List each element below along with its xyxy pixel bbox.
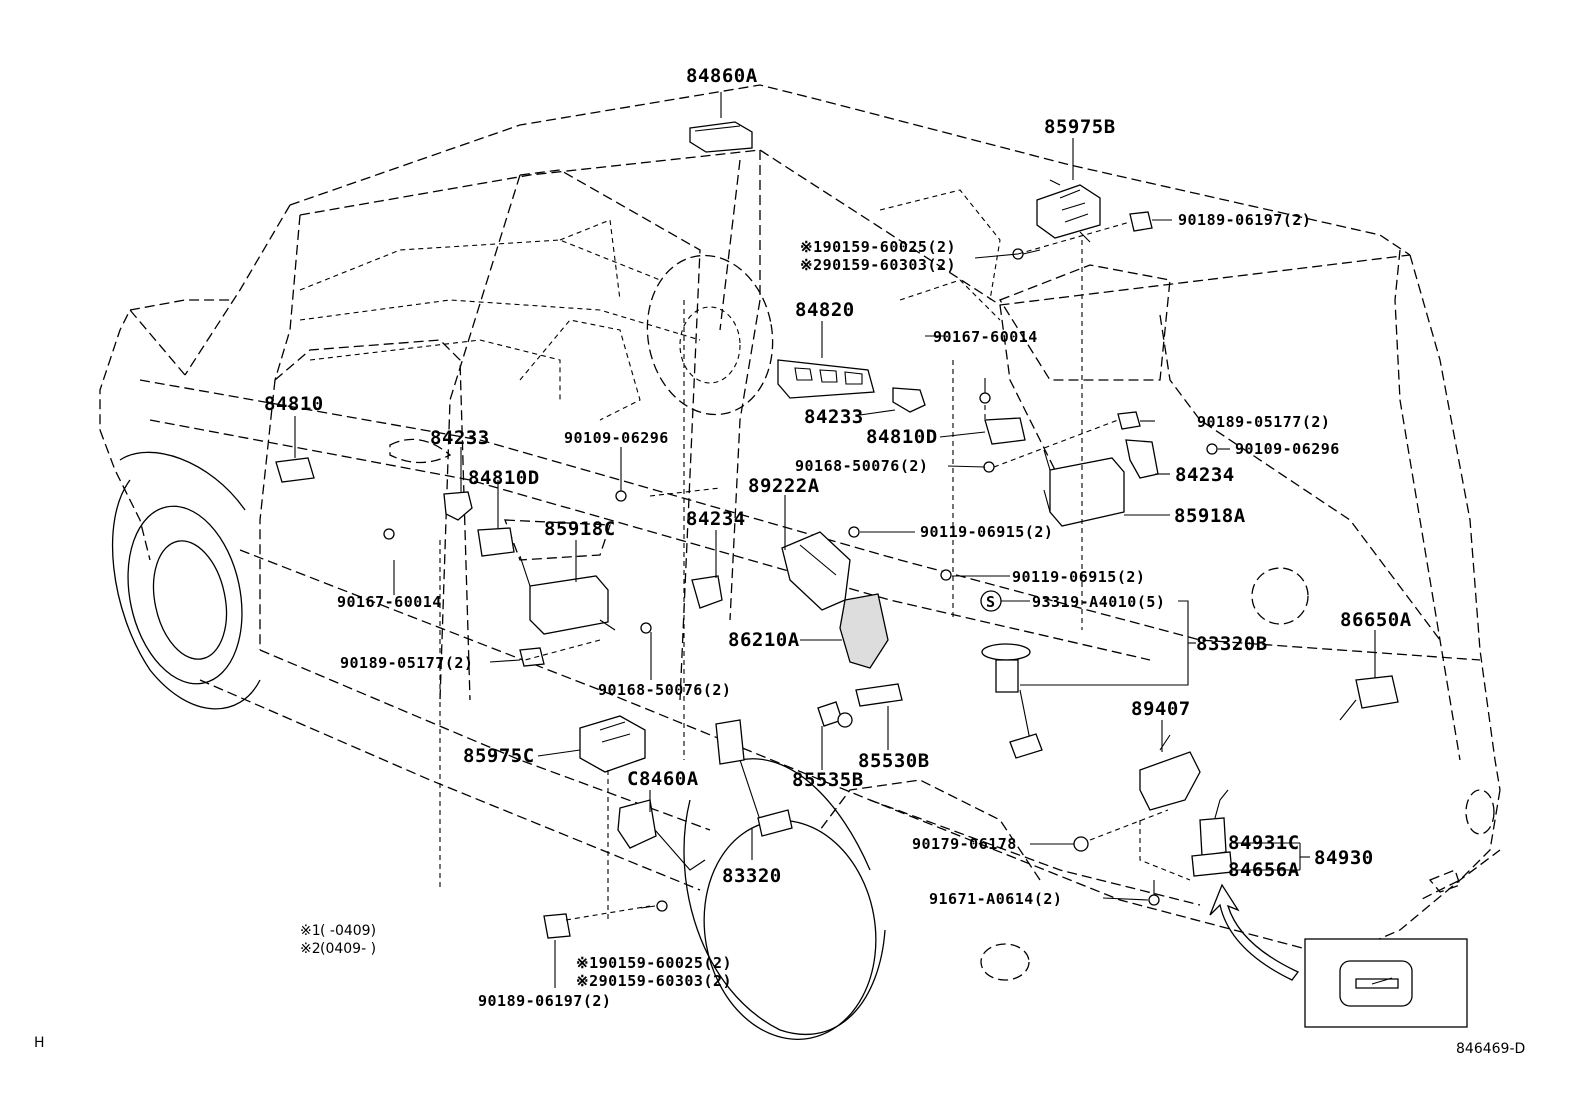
label-85918A: 85918A bbox=[1174, 505, 1246, 527]
screw-icon bbox=[615, 478, 627, 502]
svg-text:S: S bbox=[986, 593, 996, 611]
switch-icon bbox=[984, 417, 1026, 445]
note-2-symbol: ※2 bbox=[300, 941, 321, 957]
switch-icon bbox=[275, 457, 315, 483]
label-84860A: 84860A bbox=[686, 65, 758, 87]
screw-icon bbox=[383, 528, 395, 540]
note-1-symbol: ※1 bbox=[300, 923, 321, 939]
label-84234-right: 84234 bbox=[1175, 464, 1235, 486]
note-1-text: ( -0409) bbox=[320, 923, 376, 939]
label-84234-left: 84234 bbox=[686, 508, 746, 530]
clip-icon bbox=[519, 647, 545, 667]
label-84233-right: 84233 bbox=[804, 406, 864, 428]
part-labels: 84860A 85975B 90189-06197(2) ※190159-600… bbox=[264, 65, 1412, 1010]
label-89407: 89407 bbox=[1131, 698, 1191, 720]
diagram-id: 846469-D bbox=[1456, 1041, 1525, 1057]
back-door-switch-icon bbox=[1355, 978, 1399, 989]
screw-icon bbox=[656, 900, 668, 912]
vehicle-outline bbox=[99, 84, 1501, 981]
label-85975C: 85975C bbox=[463, 745, 535, 767]
label-84656A: 84656A bbox=[1228, 859, 1300, 881]
screw-icon bbox=[940, 569, 952, 581]
clip-icon bbox=[1129, 211, 1153, 232]
leader-lines bbox=[294, 92, 1376, 988]
label-84820: 84820 bbox=[795, 299, 855, 321]
label-84810: 84810 bbox=[264, 393, 324, 415]
label-85530B: 85530B bbox=[858, 750, 930, 772]
label-86650A: 86650A bbox=[1340, 609, 1412, 631]
module-86210a-part bbox=[839, 593, 889, 669]
sensor-icon bbox=[817, 683, 903, 728]
module-89407-part bbox=[1139, 734, 1201, 811]
label-90159-60303-bottom: ※290159-60303(2) bbox=[576, 972, 732, 990]
ecu-85918c-part bbox=[519, 555, 616, 635]
overhead-module-part bbox=[689, 121, 753, 153]
label-90109-06296-left: 90109-06296 bbox=[564, 429, 669, 447]
label-85918C: 85918C bbox=[544, 518, 616, 540]
label-89222A: 89222A bbox=[748, 475, 820, 497]
label-90189-05177-right: 90189-05177(2) bbox=[1197, 413, 1330, 431]
fuel-sender-83320-part bbox=[715, 719, 793, 837]
s-circle-icon: S bbox=[980, 590, 1002, 612]
back-door-switch-icon bbox=[1191, 789, 1233, 877]
label-90167-60014-right: 90167-60014 bbox=[933, 328, 1038, 346]
label-84931C: 84931C bbox=[1228, 832, 1300, 854]
label-90189-06197-bottom: 90189-06197(2) bbox=[478, 992, 611, 1010]
label-93319-A4010: 93319-A4010(5) bbox=[1032, 593, 1165, 611]
screw-icon bbox=[979, 378, 991, 404]
note-2-text: (0409- ) bbox=[320, 941, 376, 957]
screw-icon bbox=[1206, 443, 1218, 455]
module-c8460a-part bbox=[617, 799, 706, 871]
module-86650a-part bbox=[1339, 675, 1399, 721]
label-84810D-right: 84810D bbox=[866, 426, 938, 448]
label-83320: 83320 bbox=[722, 865, 782, 887]
label-84930: 84930 bbox=[1314, 847, 1374, 869]
parts: S bbox=[275, 121, 1468, 1028]
label-90119-06915-b: 90119-06915(2) bbox=[1012, 568, 1145, 586]
sensor-icon bbox=[1125, 439, 1159, 479]
arrow-icon bbox=[1209, 883, 1300, 981]
clip-icon bbox=[1117, 411, 1141, 430]
label-84810D-left: 84810D bbox=[468, 467, 540, 489]
label-90168-50076-left: 90168-50076(2) bbox=[598, 681, 731, 699]
sensor-icon bbox=[443, 491, 473, 521]
wheels bbox=[111, 451, 886, 1040]
label-90159-60303-top: ※290159-60303(2) bbox=[800, 256, 956, 274]
label-90168-50076-right: 90168-50076(2) bbox=[795, 457, 928, 475]
label-83320B: 83320B bbox=[1196, 633, 1268, 655]
label-90179-06178: 90179-06178 bbox=[912, 835, 1017, 853]
label-90109-06296-right: 90109-06296 bbox=[1235, 440, 1340, 458]
label-85975B: 85975B bbox=[1044, 116, 1116, 138]
label-84233-left: 84233 bbox=[430, 427, 490, 449]
corner-mark: H bbox=[34, 1035, 45, 1051]
screw-icon bbox=[848, 526, 860, 538]
label-90167-60014-left: 90167-60014 bbox=[337, 593, 442, 611]
sensor-icon bbox=[892, 387, 926, 413]
screw-icon bbox=[1148, 880, 1160, 906]
fuel-sender-83320b-part bbox=[981, 643, 1043, 759]
label-86210A: 86210A bbox=[728, 629, 800, 651]
label-85535B: 85535B bbox=[792, 769, 864, 791]
notes: ※1 ( -0409) ※2 (0409- ) bbox=[300, 923, 376, 957]
screw-icon bbox=[640, 622, 652, 634]
switch-icon bbox=[777, 359, 875, 399]
screw-icon bbox=[983, 461, 995, 473]
label-90189-06197-top: 90189-06197(2) bbox=[1178, 211, 1311, 229]
module-85975c-part bbox=[579, 715, 646, 773]
label-90159-60025-bottom: ※190159-60025(2) bbox=[576, 954, 732, 972]
label-91671-A0614: 91671-A0614(2) bbox=[929, 890, 1062, 908]
module-89222a-part bbox=[781, 531, 851, 611]
screw-icon bbox=[1073, 836, 1089, 852]
ecu-85918a-part bbox=[1043, 449, 1125, 527]
switch-icon bbox=[477, 527, 515, 557]
label-C8460A: C8460A bbox=[627, 768, 699, 790]
module-85975b-part bbox=[1036, 179, 1101, 243]
clip-icon bbox=[543, 913, 571, 939]
sensor-icon bbox=[691, 575, 723, 609]
label-90159-60025-top: ※190159-60025(2) bbox=[800, 238, 956, 256]
inset-box bbox=[1304, 938, 1468, 1028]
label-90119-06915-a: 90119-06915(2) bbox=[920, 523, 1053, 541]
label-90189-05177-left: 90189-05177(2) bbox=[340, 654, 473, 672]
